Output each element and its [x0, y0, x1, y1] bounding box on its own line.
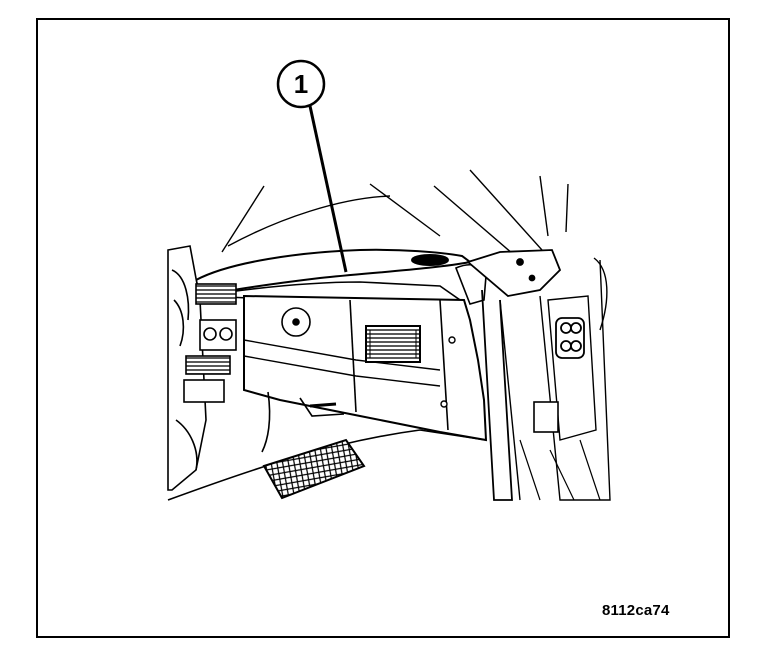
glovebox-lock-icon: [281, 307, 311, 337]
a-pillar-and-door: [466, 249, 611, 501]
callout-1: 1: [276, 59, 348, 273]
callout-number: 1: [294, 69, 308, 99]
fastener-icons: [440, 336, 456, 408]
center-stack: [167, 245, 237, 491]
windshield-lines: [221, 169, 569, 271]
figure-id: 8112ca74: [602, 602, 670, 619]
center-vent-icon: [365, 325, 421, 363]
floor-mat: [262, 438, 366, 500]
dashboard-top: [194, 248, 473, 301]
